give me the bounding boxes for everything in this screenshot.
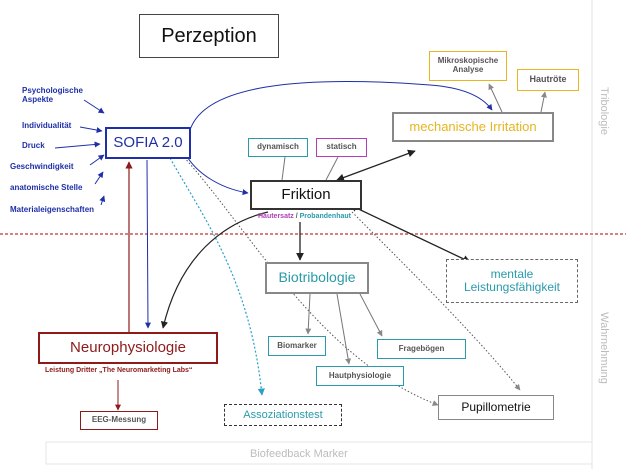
influence-anatomische-stelle: anatomische Stelle <box>10 183 83 192</box>
probandenhaut-label: Probandenhaut <box>299 213 351 220</box>
edge-mech-mikro <box>488 83 503 113</box>
edge-bio-frageboegen <box>359 293 383 337</box>
node-hautphysiologie: Hautphysiologie <box>316 366 404 386</box>
edge-sofia-neuro <box>144 159 151 329</box>
node-biotribologie: Biotribologie <box>265 262 369 294</box>
node-eeg-messung: EEG-Messung <box>80 411 158 430</box>
title-text: Perzeption <box>161 25 257 47</box>
influence-psychologische-aspekte: Psychologische Aspekte <box>22 86 83 105</box>
node-sofia: SOFIA 2.0 <box>105 127 191 159</box>
node-assoziationstest: Assoziationstest <box>224 404 342 426</box>
side-label-wahrnehmung: Wahrnehmung <box>598 312 610 384</box>
edge-friktion-mentale <box>349 204 471 263</box>
influence-arrow-3 <box>54 141 101 149</box>
neurophysiologie-sublabel: Leistung Dritter „The Neuromarketing Lab… <box>45 367 193 374</box>
edge-friktion-mech <box>336 149 416 182</box>
influence-materialeigenschaften: Materialeigenschaften <box>10 205 95 214</box>
hautersatz-label: Hautersatz <box>258 213 294 220</box>
node-biomarker: Biomarker <box>268 336 326 356</box>
footer-box <box>45 441 593 465</box>
footer-label: Biofeedback Marker <box>250 448 348 460</box>
node-neurophysiologie: Neurophysiologie <box>38 332 218 364</box>
influence-arrow-2 <box>79 126 103 133</box>
influence-individualitaet: Individualität <box>22 121 72 130</box>
node-friktion: Friktion <box>250 180 362 210</box>
node-mentale-leistungsfaehigkeit: mentale Leistungsfähigkeit <box>446 259 578 303</box>
slash-label: / <box>293 213 300 220</box>
edge-friktion-statisch <box>325 156 339 181</box>
influence-geschwindigkeit: Geschwindigkeit <box>10 162 74 171</box>
node-pupillometrie: Pupillometrie <box>438 395 554 420</box>
influence-arrow-1 <box>83 99 105 114</box>
edge-sofia-mech <box>189 80 493 131</box>
edge-sofia-friktion <box>185 154 249 196</box>
edge-sofia-assoz <box>169 157 265 396</box>
friktion-sublabel: Hautersatz / Probandenhaut <box>258 213 351 220</box>
edge-bio-hautphysio <box>336 293 352 365</box>
node-frageboegen: Fragebögen <box>377 339 466 359</box>
influence-arrow-5 <box>94 171 104 185</box>
side-label-tribologie: Tribologie <box>598 87 610 135</box>
title-box: Perzeption <box>139 14 279 58</box>
influence-arrow-4 <box>89 154 105 166</box>
node-hautroete: Hautröte <box>517 69 579 91</box>
node-mechanische-irritation: mechanische Irritation <box>392 112 554 142</box>
influence-druck: Druck <box>22 141 45 150</box>
node-statisch: statisch <box>316 138 367 157</box>
edge-friktion-neuro <box>160 211 269 329</box>
edge-mech-hautrote <box>540 91 547 113</box>
edge-bio-biomarker <box>305 293 312 335</box>
node-mikroskopische-analyse: Mikroskopische Analyse <box>429 51 507 81</box>
influence-arrow-6 <box>99 195 106 206</box>
node-dynamisch: dynamisch <box>248 138 308 157</box>
edge-friktion-dynamisch <box>281 156 286 181</box>
